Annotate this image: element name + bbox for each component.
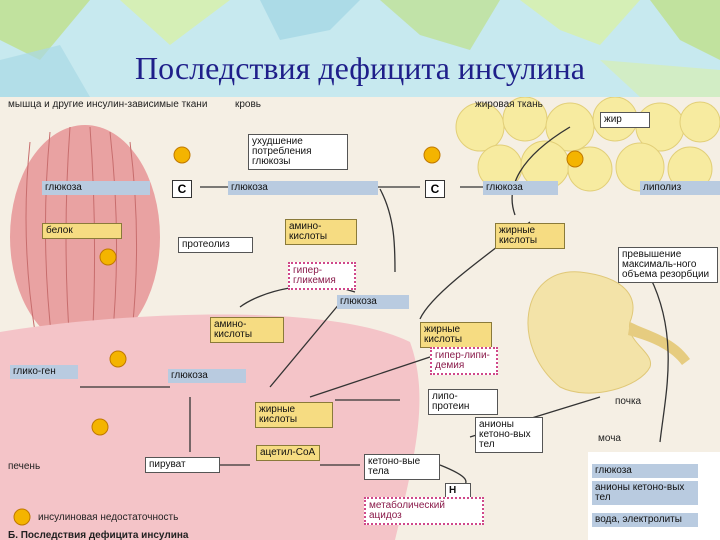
node-urine-glucose: глюкоза bbox=[592, 464, 698, 478]
node-fat: жир bbox=[600, 112, 650, 128]
node-reduced-uptake: ухудшение потребления глюкозы bbox=[248, 134, 348, 170]
node-glucose-liver: глюкоза bbox=[168, 369, 246, 383]
node-amino-acids-liver: амино-кислоты bbox=[210, 317, 284, 343]
node-glucose-blood: глюкоза bbox=[228, 181, 378, 195]
node-fatty-acids-liver-top: жирные кислоты bbox=[420, 322, 492, 348]
footer-caption: Б. Последствия дефицита инсулина bbox=[8, 530, 189, 540]
legend-insulin-deficiency: инсулиновая недостаточность bbox=[38, 512, 179, 523]
insulin-stars bbox=[13, 146, 584, 526]
node-hyperlipidemia: гипер-липи-демия bbox=[430, 347, 498, 375]
header-background bbox=[0, 0, 720, 97]
liver-region bbox=[0, 314, 420, 540]
node-glucose-muscle: глюкоза bbox=[42, 181, 150, 195]
node-hyperglycemia: гипер-гликемия bbox=[288, 262, 356, 290]
c-marker-muscle: C bbox=[172, 180, 192, 198]
adipose-region bbox=[455, 97, 720, 192]
insulin-deficiency-diagram: мышца и другие инсулин-зависимые ткани к… bbox=[0, 97, 720, 540]
label-adipose: жировая ткань bbox=[475, 99, 543, 110]
node-reabsorption: превышение максималь-ного объема резорбц… bbox=[618, 247, 718, 283]
node-ketone-bodies: кетоно-вые тела bbox=[364, 454, 440, 480]
label-liver: печень bbox=[8, 461, 41, 472]
kidney-region bbox=[527, 271, 651, 394]
node-pyruvate: пируват bbox=[145, 457, 220, 473]
kidney-duct bbox=[628, 322, 690, 365]
node-fatty-acids-blood: жирные кислоты bbox=[495, 223, 565, 249]
node-fatty-acids-liver: жирные кислоты bbox=[255, 402, 333, 428]
node-anions: анионы кетоно-вых тел bbox=[475, 417, 543, 453]
node-urine-water: вода, электролиты bbox=[592, 513, 698, 527]
node-urine-anions: анионы кетоно-вых тел bbox=[592, 481, 698, 505]
node-lipolysis: липолиз bbox=[640, 181, 720, 195]
node-glucose-adipose: глюкоза bbox=[483, 181, 558, 195]
node-glucose-center: глюкоза bbox=[337, 295, 409, 309]
node-lipoprotein: липо-протеин bbox=[428, 389, 498, 415]
label-blood: кровь bbox=[235, 99, 262, 110]
node-acetyl-coa: ацетил-CoA bbox=[256, 445, 320, 461]
label-urine: моча bbox=[598, 433, 621, 444]
node-protein: белок bbox=[42, 223, 122, 239]
label-kidney: почка bbox=[615, 396, 642, 407]
slide-header: Последствия дефицита инсулина bbox=[0, 0, 720, 97]
node-amino-acids-blood: амино-кислоты bbox=[285, 219, 357, 245]
c-marker-adipose: C bbox=[425, 180, 445, 198]
node-proteolysis: протеолиз bbox=[178, 237, 253, 253]
node-acidosis: метаболический ацидоз bbox=[364, 497, 484, 525]
page-title: Последствия дефицита инсулина bbox=[135, 50, 585, 86]
node-glycogen: глико-ген bbox=[10, 365, 78, 379]
label-muscle: мышца и другие инсулин-зависимые ткани bbox=[8, 99, 208, 110]
